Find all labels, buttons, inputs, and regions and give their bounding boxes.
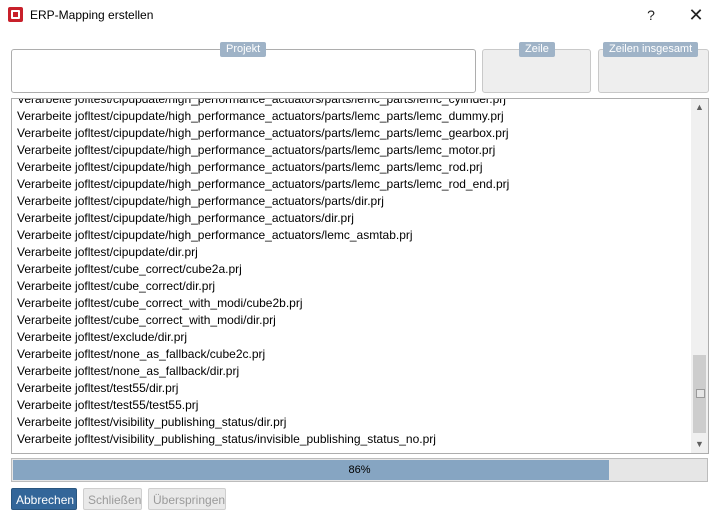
progress-bar: 86%: [11, 458, 708, 482]
log-line: Verarbeite jofltest/cipupdate/high_perfo…: [17, 160, 483, 174]
log-line: Verarbeite jofltest/cipupdate/high_perfo…: [17, 143, 496, 157]
progress-fill: [13, 460, 609, 480]
zeilen-insgesamt-group: Zeilen insgesamt: [598, 42, 709, 93]
log-line: Verarbeite jofltest/none_as_fallback/cub…: [17, 347, 266, 361]
scroll-down-icon[interactable]: ▼: [695, 439, 704, 449]
zeilen-insgesamt-group-label: Zeilen insgesamt: [603, 42, 699, 57]
log-line: Verarbeite jofltest/cipupdate/high_perfo…: [17, 126, 509, 140]
log-line: Verarbeite jofltest/cipupdate/high_perfo…: [17, 177, 510, 191]
zeile-group: Zeile: [482, 42, 591, 93]
log-line: Verarbeite jofltest/cube_correct/cube2a.…: [17, 262, 242, 276]
log-line: Verarbeite jofltest/test55/test55.prj: [17, 398, 199, 412]
log-line: Verarbeite jofltest/visibility_publishin…: [17, 432, 436, 446]
log-line: Verarbeite jofltest/cipupdate/high_perfo…: [17, 228, 413, 242]
log-lines: Verarbeite jofltest/cipupdate/high_perfo…: [17, 98, 687, 448]
log-line: Verarbeite jofltest/cipupdate/high_perfo…: [17, 109, 504, 123]
window-title: ERP-Mapping erstellen: [30, 8, 154, 22]
scroll-up-icon[interactable]: ▲: [695, 102, 704, 112]
help-button[interactable]: ?: [647, 7, 655, 23]
title-bar: ERP-Mapping erstellen ? ✕: [0, 0, 717, 30]
log-line: Verarbeite jofltest/cipupdate/dir.prj: [17, 245, 198, 259]
progress-label: 86%: [348, 464, 371, 476]
log-line: Verarbeite jofltest/cube_correct/dir.prj: [17, 279, 216, 293]
log-line: Verarbeite jofltest/none_as_fallback/dir…: [17, 364, 240, 378]
scrollbar-thumb[interactable]: [693, 355, 706, 433]
zeile-group-label: Zeile: [519, 42, 555, 57]
log-list[interactable]: Verarbeite jofltest/cipupdate/high_perfo…: [11, 98, 709, 454]
vertical-scrollbar[interactable]: ▲ ▼: [691, 99, 708, 453]
skip-button[interactable]: Überspringen: [148, 488, 226, 510]
projekt-group: Projekt: [11, 42, 476, 93]
app-logo-icon: [8, 7, 23, 22]
log-line: Verarbeite jofltest/exclude/dir.prj: [17, 330, 188, 344]
log-line: Verarbeite jofltest/cipupdate/high_perfo…: [17, 98, 506, 106]
log-line: Verarbeite jofltest/cube_correct_with_mo…: [17, 296, 303, 310]
log-line: Verarbeite jofltest/cube_correct_with_mo…: [17, 313, 276, 327]
close-button[interactable]: Schließen: [83, 488, 142, 510]
scrollbar-grip-icon: [696, 389, 705, 398]
log-line: Verarbeite jofltest/visibility_publishin…: [17, 415, 287, 429]
log-line: Verarbeite jofltest/cipupdate/high_perfo…: [17, 211, 354, 225]
abort-button[interactable]: Abbrechen: [11, 488, 77, 510]
log-line: Verarbeite jofltest/test55/dir.prj: [17, 381, 179, 395]
projekt-group-label: Projekt: [220, 42, 267, 57]
close-window-button[interactable]: ✕: [688, 5, 704, 25]
log-line: Verarbeite jofltest/cipupdate/high_perfo…: [17, 194, 384, 208]
